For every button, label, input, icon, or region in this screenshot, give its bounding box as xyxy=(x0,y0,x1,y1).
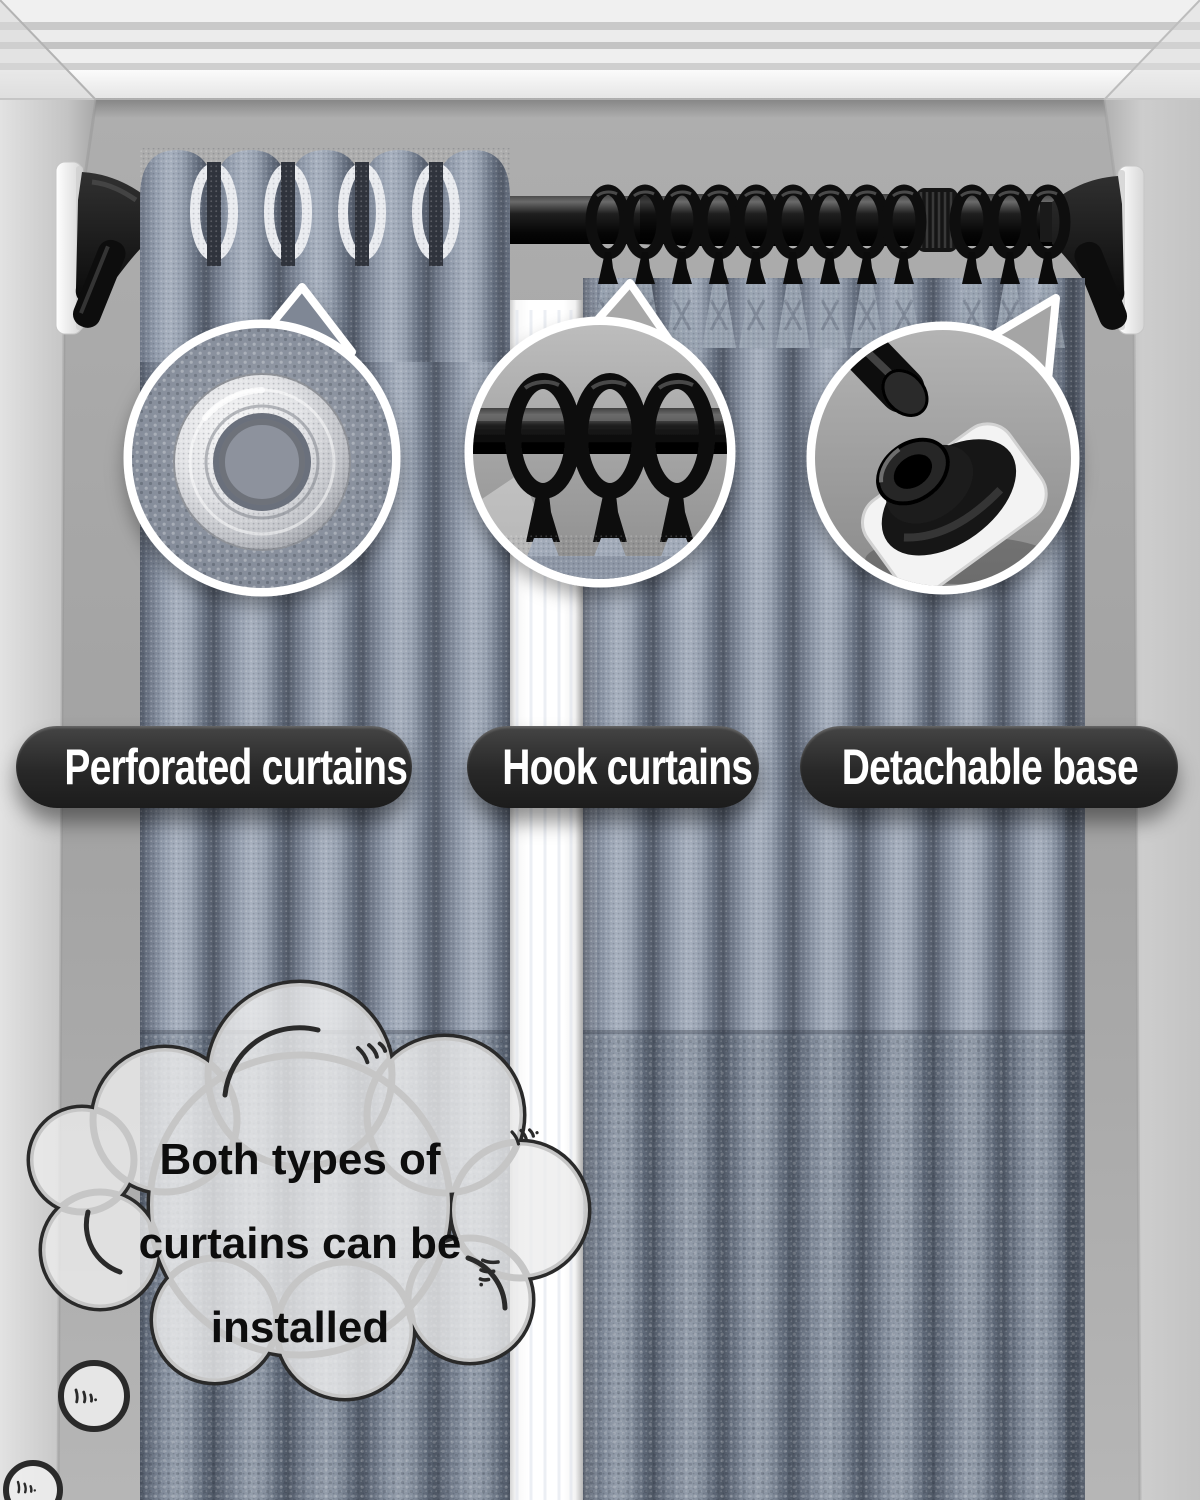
grommet-closeup-callout xyxy=(123,283,401,597)
base-closeup-callout xyxy=(806,294,1080,595)
detachable-base-icon xyxy=(815,330,1071,586)
label-text: Detachable base xyxy=(841,739,1139,795)
cloud-text-line-2: curtains can be xyxy=(138,1219,462,1268)
grommet-detail-icon xyxy=(173,373,351,551)
thought-bubble-trail xyxy=(3,1360,130,1500)
cloud-text-line-3: installed xyxy=(210,1303,390,1352)
right-wall-bracket xyxy=(1040,165,1145,335)
cloud-text-line-1: Both types of xyxy=(159,1135,441,1184)
label-text: Hook curtains xyxy=(502,739,753,795)
crown-molding xyxy=(0,0,1200,118)
label-pill-detachable-base: Detachable base xyxy=(800,726,1178,808)
speech-cloud xyxy=(26,979,592,1402)
label-pill-hook-curtains: Hook curtains xyxy=(467,726,759,808)
label-pill-perforated-curtains: Perforated curtains xyxy=(16,726,412,808)
label-text: Perforated curtains xyxy=(64,739,408,795)
